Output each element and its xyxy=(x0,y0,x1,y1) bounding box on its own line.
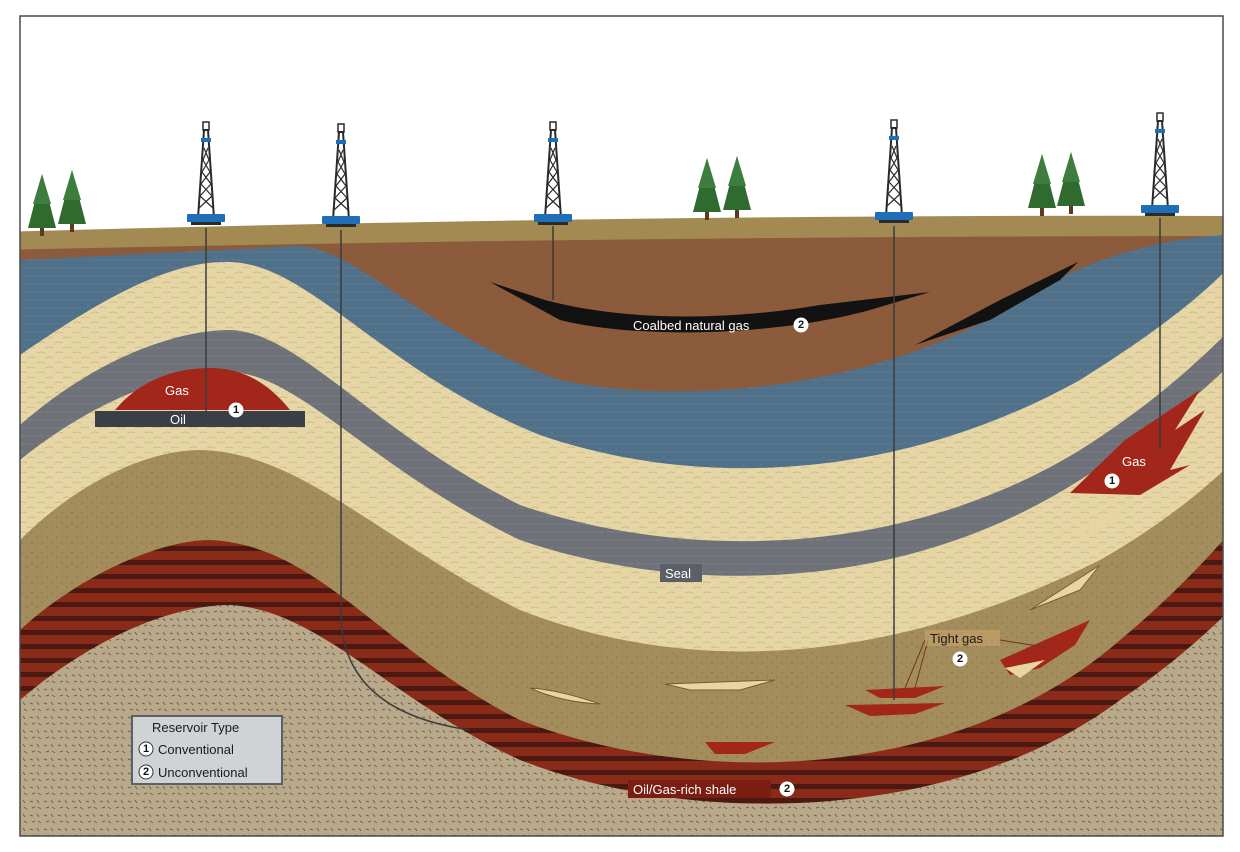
label-oil-left: Oil xyxy=(170,412,186,427)
label-coalbed: Coalbed natural gas xyxy=(633,318,750,333)
badge-coalbed: 2 xyxy=(793,317,809,333)
svg-text:1: 1 xyxy=(233,404,239,416)
coalbed-seam-main xyxy=(490,282,930,333)
diagram-frame xyxy=(19,15,1224,837)
legend-item-conventional: Conventional xyxy=(158,742,234,757)
svg-text:2: 2 xyxy=(143,766,149,778)
svg-text:1: 1 xyxy=(143,743,149,755)
badge-conventional-right: 1 xyxy=(1104,473,1120,489)
coalbed-seam-right xyxy=(915,262,1078,345)
ground-surface xyxy=(20,215,1223,250)
svg-text:1: 1 xyxy=(1109,475,1115,487)
svg-text:2: 2 xyxy=(957,653,963,665)
badge-shale: 2 xyxy=(779,781,795,797)
tight-gas-pointers xyxy=(904,639,1051,689)
label-gas-left: Gas xyxy=(165,383,189,398)
label-seal: Seal xyxy=(665,566,691,581)
oil-reservoir-left xyxy=(95,411,305,427)
badge-tight-gas: 2 xyxy=(952,651,968,667)
label-tight-gas: Tight gas xyxy=(930,631,983,646)
legend-title: Reservoir Type xyxy=(152,720,239,735)
legend-item-unconventional: Unconventional xyxy=(158,765,248,780)
label-shale: Oil/Gas-rich shale xyxy=(633,782,736,797)
svg-text:2: 2 xyxy=(784,783,790,795)
legend: Reservoir Type 1 Conventional 2 Unconven… xyxy=(131,715,283,785)
basement-layer xyxy=(20,605,1223,836)
wellbores xyxy=(205,218,1161,731)
label-gas-right: Gas xyxy=(1122,454,1146,469)
svg-text:2: 2 xyxy=(798,319,804,331)
gas-reservoir-left xyxy=(115,368,290,410)
gas-reservoir-right xyxy=(1070,390,1205,495)
legend-badge-1: 1 xyxy=(138,741,154,757)
legend-badge-2: 2 xyxy=(138,764,154,780)
badge-conventional-left: 1 xyxy=(228,402,244,418)
